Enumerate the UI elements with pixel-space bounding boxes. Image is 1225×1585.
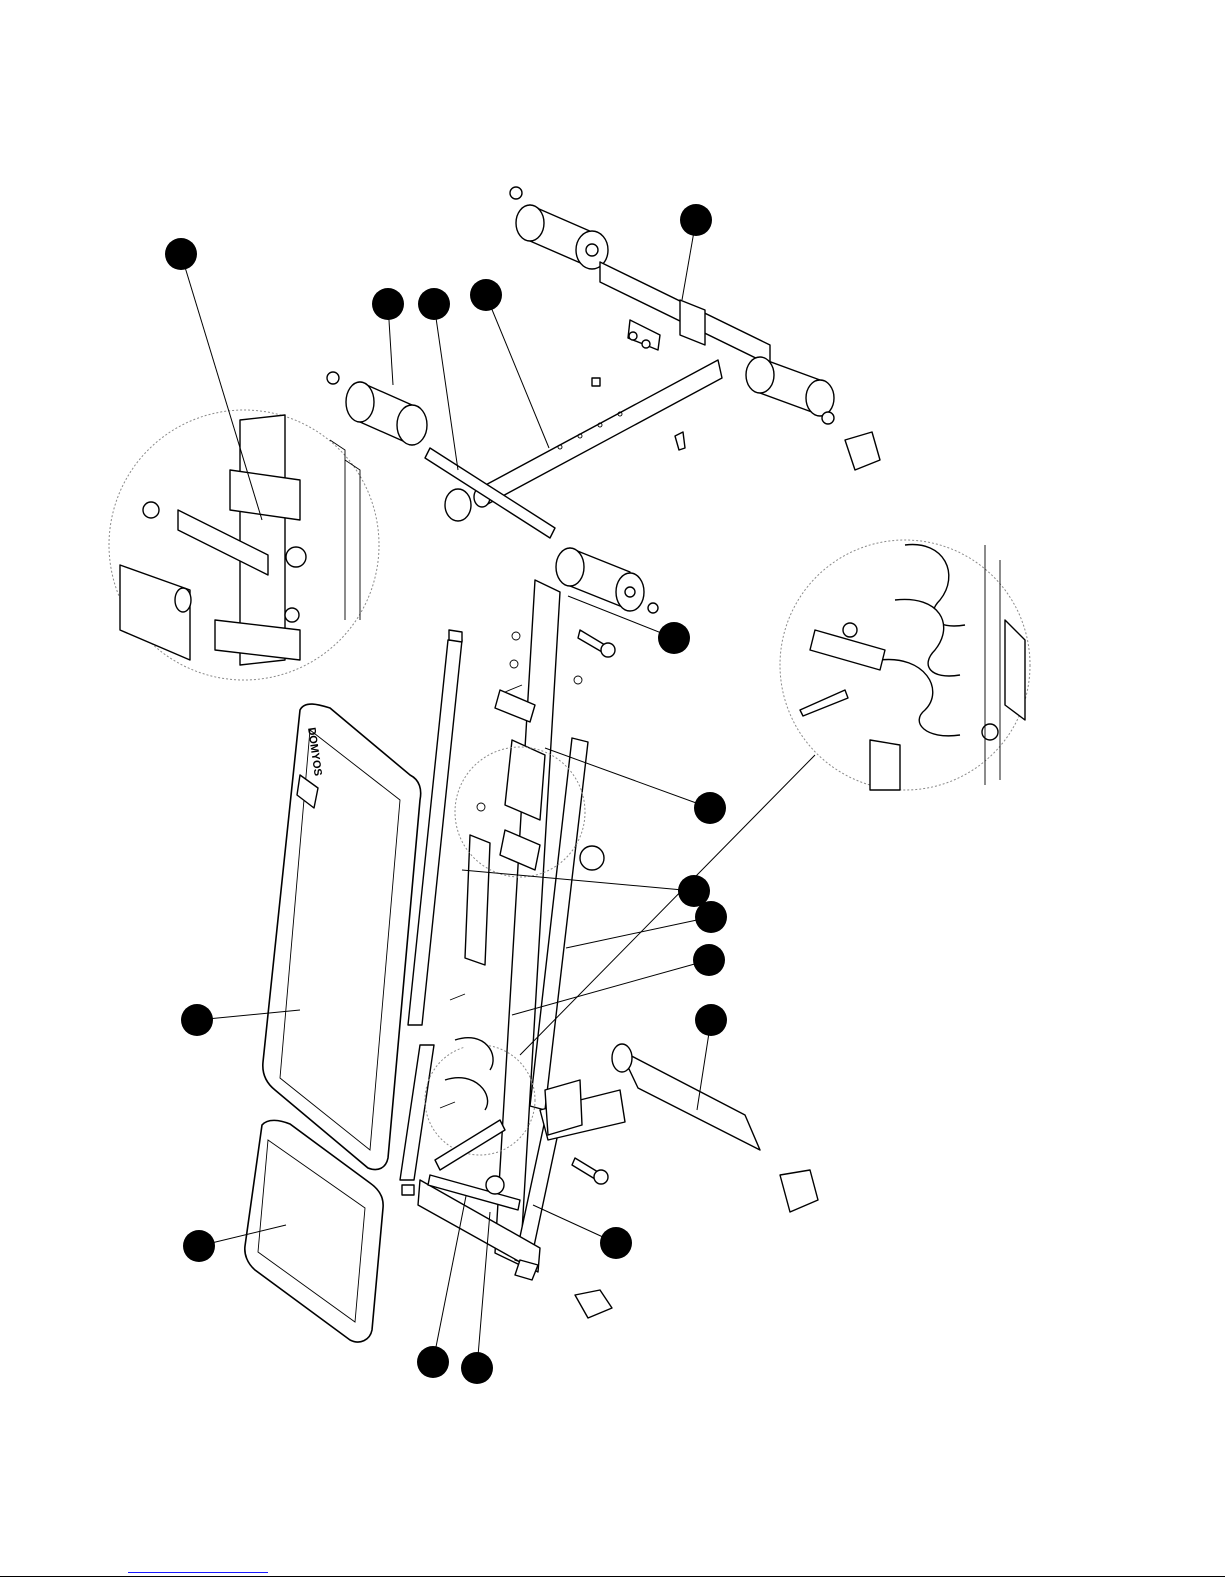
callout-marker <box>694 792 726 824</box>
leg-roller-frame <box>327 187 880 538</box>
callout-marker <box>417 1346 449 1378</box>
callout-marker <box>372 288 404 320</box>
callout-marker <box>695 901 727 933</box>
callout-marker <box>470 279 502 311</box>
footer-rule <box>0 1576 1225 1577</box>
roller-pad-right <box>746 357 834 424</box>
front-support-leg <box>540 1044 818 1212</box>
callout-marker <box>695 1004 727 1036</box>
backrest-pad: DOMYOS <box>263 704 421 1169</box>
callout-marker <box>181 1004 213 1036</box>
callout-marker <box>418 288 450 320</box>
callout-marker <box>680 204 712 236</box>
callout-marker <box>693 944 725 976</box>
callout-marker <box>600 1227 632 1259</box>
callout-marker <box>658 622 690 654</box>
callout-marker <box>165 238 197 270</box>
callout-marker <box>461 1352 493 1384</box>
callout-marker <box>183 1230 215 1262</box>
detail-magnifier-left <box>109 410 379 680</box>
roller-pad-left <box>327 372 427 445</box>
roller-pad-top <box>510 187 608 269</box>
roller-pad-bottom <box>556 548 658 613</box>
detail-magnifier-right <box>780 540 1030 790</box>
footer-link-underline <box>128 1572 268 1573</box>
